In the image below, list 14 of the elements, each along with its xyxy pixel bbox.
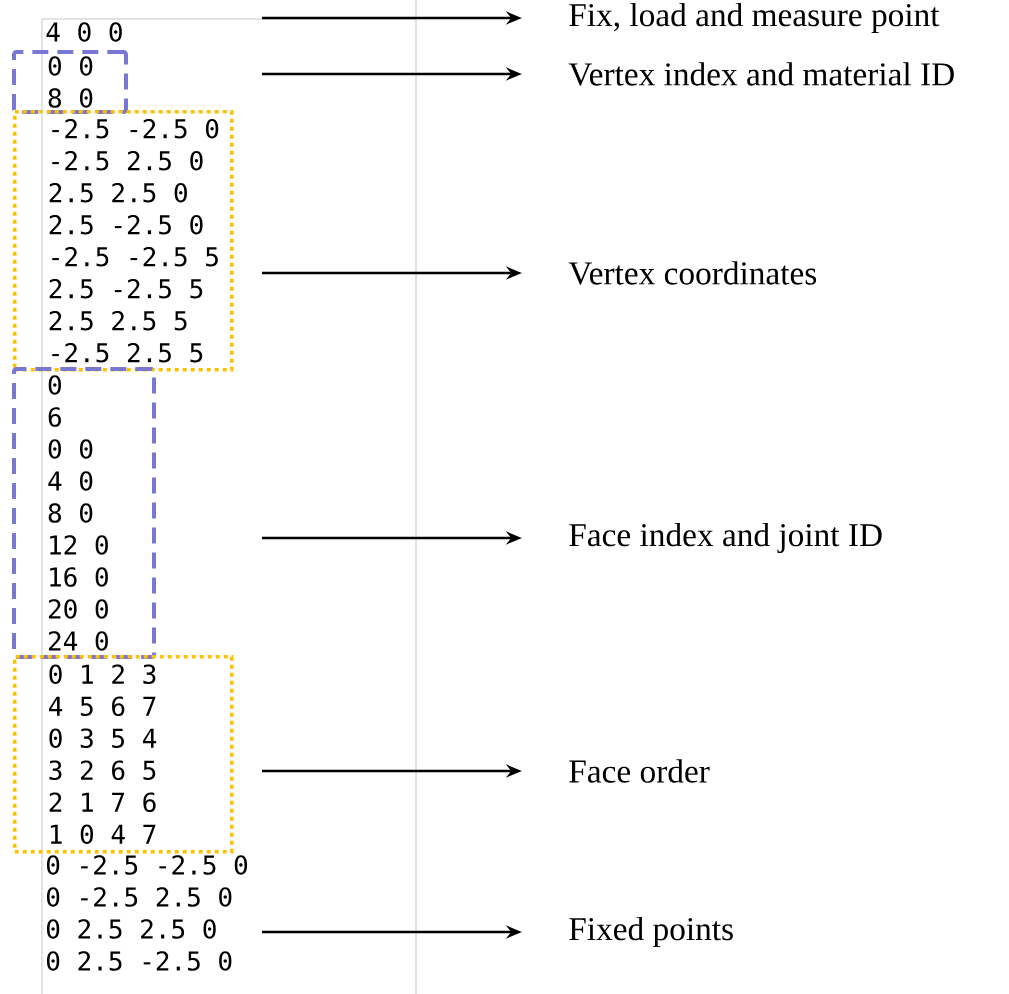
annotation-text: Fix, load and measure point: [569, 2, 940, 34]
annotation-text: Face order: [569, 759, 710, 783]
annotation-text: Face index and joint ID: [569, 522, 882, 554]
annotation-text: Vertex coordinates: [568, 261, 817, 285]
dashed-box: 0 6 0 0 4 0 8 0 12 0 16 0 20 0 24 0: [12, 367, 156, 659]
data-line: 0 2.5 2.5 0: [46, 919, 216, 939]
data-line: 4 0 0: [46, 22, 122, 42]
dotted-box: 0 1 2 3 4 5 6 7 0 3 5 4 3 2 6 5 2 1 7 6 1 0 4 7: [13, 655, 234, 854]
data-line: 0 2.5 -2.5 0: [46, 951, 232, 971]
data-line: 0 -2.5 2.5 0: [46, 887, 232, 907]
annotation-text: Fixed points: [569, 916, 733, 948]
annotation-text: Vertex index and material ID: [568, 62, 954, 86]
dotted-box: -2.5 -2.5 0 -2.5 2.5 0 2.5 2.5 0 2.5 -2.5 0 -2.5 -2.5 5 2.5 -2.5 5 2.5 2.5 5 -2.5 2.5 5: [13, 110, 234, 372]
dashed-box: 0 0 8 0: [12, 50, 128, 114]
